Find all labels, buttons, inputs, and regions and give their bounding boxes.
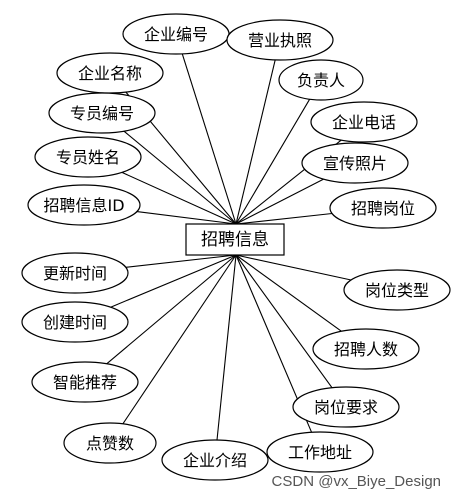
attribute-ellipse-specialist-code — [48, 92, 156, 134]
attribute-label-recruit-count: 招聘人数 — [334, 340, 398, 359]
connector-smart-recommend — [106, 254, 237, 365]
attribute-work-address: 工作地址 — [266, 431, 374, 473]
connector-business-license — [235, 59, 276, 225]
connector-like-count — [122, 254, 237, 425]
attribute-label-company-name: 企业名称 — [78, 64, 142, 83]
attribute-update-time: 更新时间 — [21, 252, 129, 294]
attribute-label-recruit-position: 招聘岗位 — [351, 199, 415, 218]
connector-company-intro — [216, 254, 237, 441]
connector-update-time — [125, 254, 237, 268]
attribute-label-update-time: 更新时间 — [43, 264, 107, 283]
attribute-label-person-in-charge: 负责人 — [297, 71, 345, 90]
attribute-smart-recommend: 智能推荐 — [31, 361, 139, 403]
attribute-create-time: 创建时间 — [21, 301, 129, 343]
attribute-ellipse-person-in-charge — [278, 59, 364, 101]
attribute-business-license: 营业执照 — [226, 19, 334, 61]
attribute-label-company-phone: 企业电话 — [332, 113, 396, 132]
attribute-ellipse-work-address — [266, 431, 374, 473]
attribute-label-company-intro: 企业介绍 — [183, 451, 247, 470]
attribute-company-phone: 企业电话 — [310, 101, 418, 143]
attribute-label-like-count: 点赞数 — [86, 434, 134, 453]
attribute-position-type: 岗位类型 — [343, 269, 451, 311]
attribute-label-promo-photo: 宣传照片 — [323, 154, 387, 173]
attribute-ellipse-company-intro — [161, 439, 269, 481]
attribute-company-code: 企业编号 — [122, 13, 230, 55]
attribute-label-create-time: 创建时间 — [43, 313, 107, 332]
attribute-label-specialist-name: 专员姓名 — [56, 148, 120, 167]
connector-position-type — [235, 254, 352, 281]
attribute-ellipse-position-requirements — [292, 386, 400, 428]
attribute-ellipse-business-license — [226, 19, 334, 61]
connector-company-code — [181, 53, 237, 225]
connector-recruit-position — [235, 212, 333, 225]
entity-label: 招聘信息 — [201, 230, 269, 250]
attribute-ellipse-company-phone — [310, 101, 418, 143]
attribute-company-intro: 企业介绍 — [161, 439, 269, 481]
attribute-ellipse-specialist-name — [34, 136, 142, 178]
entity-box: 招聘信息 — [185, 223, 285, 256]
attribute-specialist-code: 专员编号 — [48, 92, 156, 134]
attribute-promo-photo: 宣传照片 — [301, 142, 409, 184]
attribute-recruit-count: 招聘人数 — [312, 328, 420, 370]
connector-recruit-count — [235, 254, 342, 332]
attribute-label-smart-recommend: 智能推荐 — [53, 373, 117, 392]
attribute-company-name: 企业名称 — [56, 52, 164, 94]
attribute-ellipse-recruit-count — [312, 328, 420, 370]
connector-position-requirements — [235, 254, 333, 389]
connector-person-in-charge — [235, 99, 311, 225]
watermark: CSDN @vx_Biye_Design — [272, 473, 441, 490]
attribute-ellipse-like-count — [63, 422, 157, 464]
attribute-position-requirements: 岗位要求 — [292, 386, 400, 428]
attribute-label-position-type: 岗位类型 — [365, 281, 429, 300]
attribute-label-work-address: 工作地址 — [288, 443, 352, 462]
attribute-recruit-info-id: 招聘信息ID — [27, 184, 141, 226]
attribute-label-company-code: 企业编号 — [144, 25, 208, 44]
connector-promo-photo — [235, 178, 324, 225]
attribute-ellipse-recruit-info-id — [27, 184, 141, 226]
connector-specialist-code — [123, 130, 237, 225]
attribute-ellipse-recruit-position — [329, 187, 437, 229]
attribute-like-count: 点赞数 — [63, 422, 157, 464]
attribute-ellipse-position-type — [343, 269, 451, 311]
attribute-label-business-license: 营业执照 — [248, 31, 312, 50]
attribute-label-specialist-code: 专员编号 — [70, 104, 134, 123]
attribute-ellipse-smart-recommend — [31, 361, 139, 403]
attribute-person-in-charge: 负责人 — [278, 59, 364, 101]
attribute-recruit-position: 招聘岗位 — [329, 187, 437, 229]
attribute-specialist-name: 专员姓名 — [34, 136, 142, 178]
attribute-label-position-requirements: 岗位要求 — [314, 398, 378, 417]
attribute-ellipse-promo-photo — [301, 142, 409, 184]
attribute-label-recruit-info-id: 招聘信息ID — [43, 196, 124, 215]
attribute-ellipse-update-time — [21, 252, 129, 294]
connector-specialist-name — [121, 171, 237, 225]
connector-recruit-info-id — [136, 211, 237, 225]
attribute-ellipse-create-time — [21, 301, 129, 343]
connector-create-time — [110, 254, 237, 308]
